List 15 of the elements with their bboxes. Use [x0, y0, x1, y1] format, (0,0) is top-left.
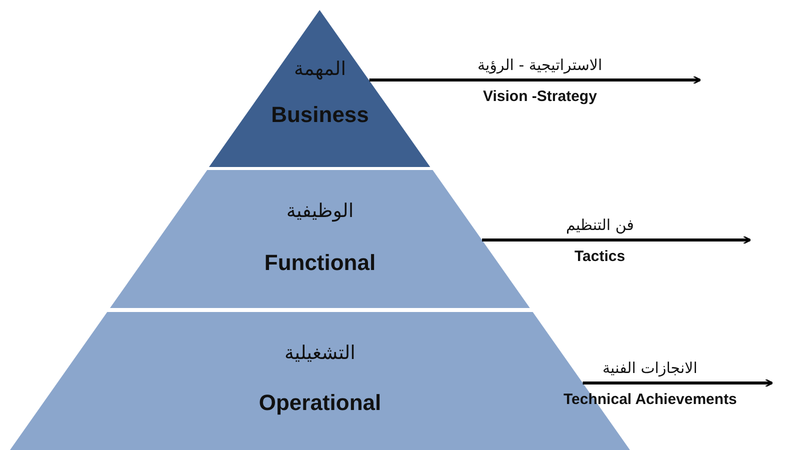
arrow [582, 378, 774, 388]
tier-title: Business [271, 102, 369, 128]
tier-title: Operational [258, 390, 382, 416]
arrow [369, 76, 702, 84]
arrow [482, 236, 752, 244]
pyramid-middle-tier [110, 170, 530, 308]
pyramid-top-tier [209, 10, 431, 167]
tier-title: Functional [264, 250, 376, 276]
tier-label: الوظيفية [286, 200, 354, 222]
tier-label: التشغيلية [284, 342, 356, 364]
edge-label: فن التنظيم [564, 216, 636, 234]
edge-caption: Technical Achievements [564, 391, 737, 408]
edge-caption: Tactics [574, 248, 626, 265]
tier-label: المهمة [294, 58, 346, 80]
edge-caption: Vision -Strategy [483, 88, 597, 105]
